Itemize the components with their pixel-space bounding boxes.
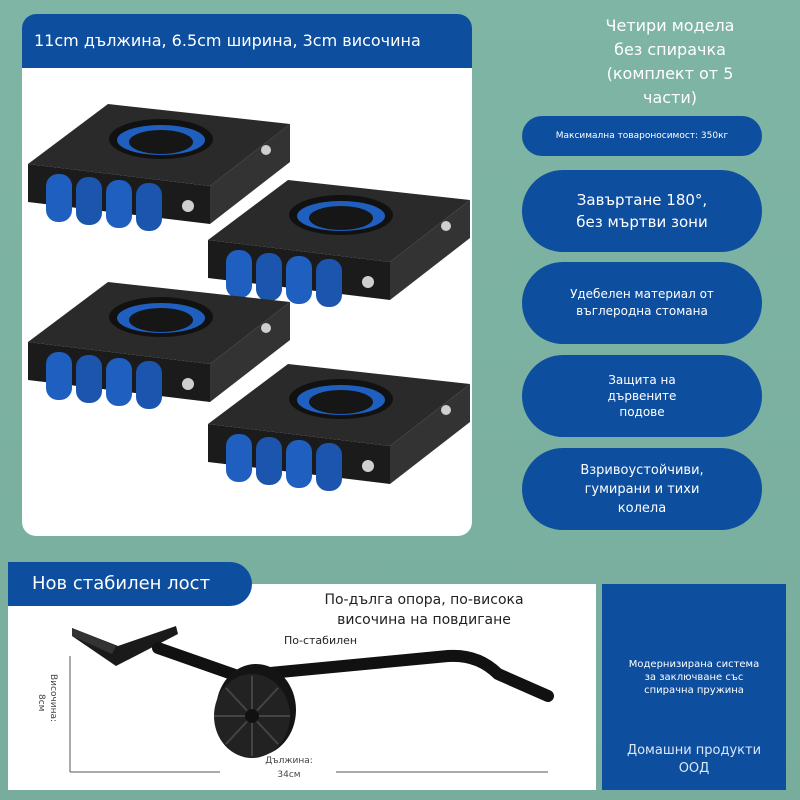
feature-rotation: Завъртане 180°, без мъртви зони — [522, 170, 762, 252]
lock-text: Модернизирана система за заключване със … — [602, 658, 786, 697]
heading-line: Четири модела — [605, 16, 735, 35]
stable-label: По-стабилен — [284, 634, 358, 647]
feature-line: колела — [617, 500, 667, 516]
lever-title: Нов стабилен лост — [32, 573, 211, 594]
lever-panel: По-дълга опора, по-висока височина на по… — [8, 584, 596, 790]
furniture-dolly-icon — [208, 364, 470, 491]
dimensions-banner: 11cm дължина, 6.5cm ширина, 3cm височина — [22, 14, 472, 68]
length-label: Дължина: — [265, 756, 313, 766]
heading-line: части) — [642, 88, 697, 107]
lifting-lever-icon — [69, 626, 554, 773]
lock-line: Модернизирана система — [628, 659, 760, 670]
feature-line: Защита на — [608, 373, 676, 387]
feature-line: Завъртане 180°, — [576, 191, 708, 209]
feature-material: Удебелен материал от въглеродна стомана — [522, 262, 762, 344]
heading-line: без спирачка — [614, 40, 726, 59]
product-heading: Четири модела без спирачка (комплект от … — [540, 14, 800, 110]
brand-name: Домашни продукти ООД — [602, 742, 786, 778]
brand-line: ООД — [678, 761, 710, 776]
dolly-illustration — [28, 104, 470, 491]
headline-line: По-дълга опора, по-висока — [324, 592, 524, 608]
feature-line: въглеродна стомана — [576, 304, 708, 318]
product-card: 11cm дължина, 6.5cm ширина, 3cm височина — [22, 14, 472, 536]
headline-line: височина на повдигане — [337, 612, 511, 628]
feature-line: дървените — [607, 389, 677, 403]
height-value: 8см — [36, 694, 46, 712]
height-label: Височина: — [48, 674, 58, 723]
capacity-text: Максимална товароносимост: 350кг — [555, 131, 729, 141]
feature-line: без мъртви зони — [576, 213, 708, 231]
furniture-dolly-icon — [28, 282, 290, 409]
lock-system-panel: Модернизирана система за заключване със … — [602, 584, 786, 790]
brand-line: Домашни продукти — [626, 743, 762, 758]
heading-line: (комплект от 5 — [606, 64, 734, 83]
feature-line: гумирани и тихи — [584, 481, 700, 497]
capacity-badge: Максимална товароносимост: 350кг — [522, 116, 762, 156]
furniture-dolly-icon — [208, 180, 470, 307]
lever-headline: По-дълга опора, по-висока височина на по… — [254, 590, 594, 630]
feature-line: Взривоустойчиви, — [580, 462, 704, 478]
length-value: 34см — [277, 770, 301, 780]
lock-line: спирачна пружина — [644, 685, 744, 696]
feature-line: подове — [619, 405, 665, 419]
feature-floor-protection: Защита на дървените подове — [522, 355, 762, 437]
lever-title-tab: Нов стабилен лост — [8, 562, 252, 606]
feature-line: Удебелен материал от — [570, 287, 714, 301]
lock-line: за заключване със — [644, 672, 744, 683]
feature-wheels: Взривоустойчиви, гумирани и тихи колела — [522, 448, 762, 530]
